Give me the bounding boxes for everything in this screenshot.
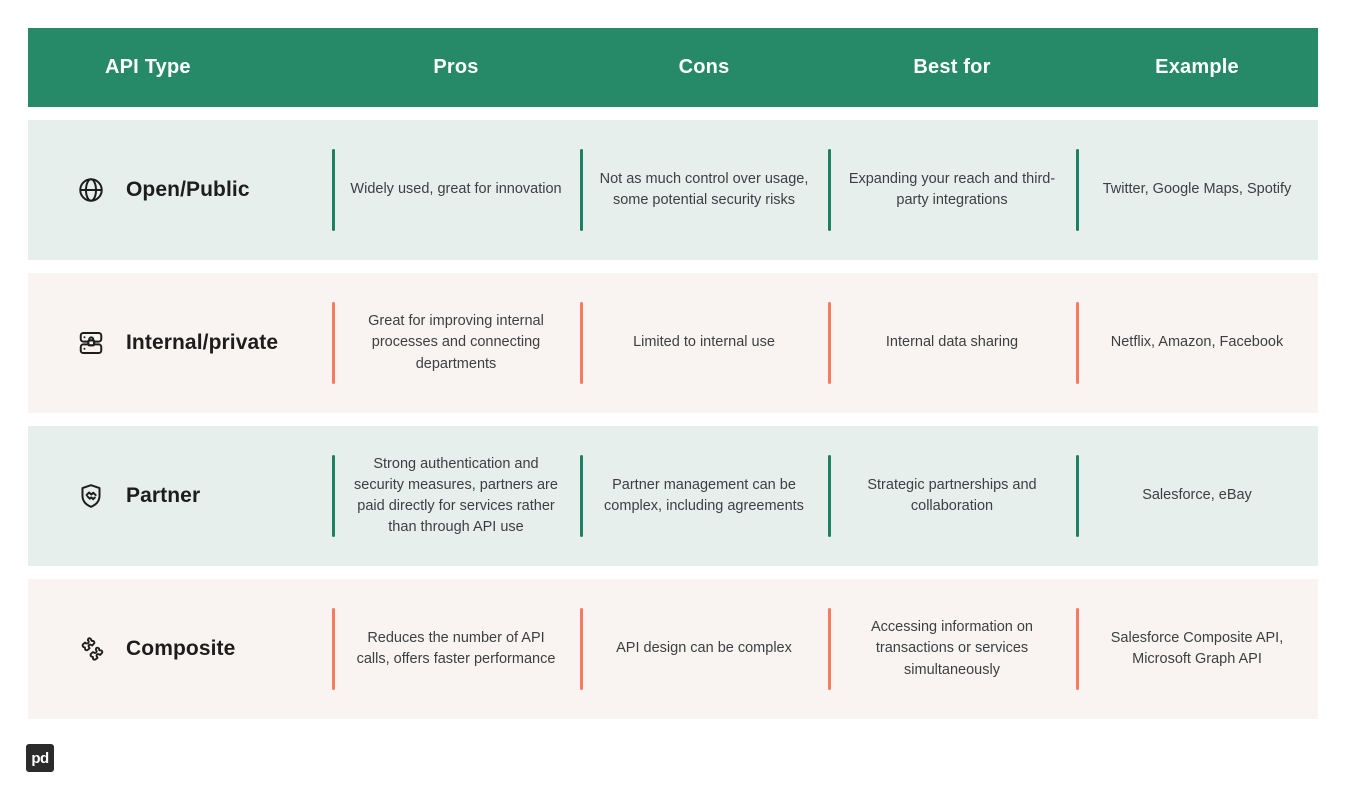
cell-example: Salesforce, eBay <box>1076 426 1318 566</box>
cell-pros: Strong authentication and security measu… <box>332 426 580 566</box>
column-header-best-for: Best for <box>913 56 991 78</box>
pros-text: Reduces the number of API calls, offers … <box>356 629 556 667</box>
cell-cons: API design can be complex <box>580 579 828 719</box>
example-text: Netflix, Amazon, Facebook <box>1110 334 1284 351</box>
best-for-text: Expanding your reach and third-party int… <box>848 170 1056 208</box>
cons-text: Limited to internal use <box>633 334 775 351</box>
api-type-label: Partner <box>126 484 201 507</box>
cell-best-for: Expanding your reach and third-party int… <box>828 120 1076 260</box>
pros-text: Strong authentication and security measu… <box>354 455 558 536</box>
cell-pros: Widely used, great for innovation <box>332 120 580 260</box>
pros-text: Great for improving internal processes a… <box>368 313 544 372</box>
cell-example: Twitter, Google Maps, Spotify <box>1076 120 1318 260</box>
column-header-pros: Pros <box>433 56 479 78</box>
pros-text: Widely used, great for innovation <box>350 181 562 198</box>
cons-text: Partner management can be complex, inclu… <box>604 476 804 514</box>
table-header-row: API Type Pros Cons Best for Example <box>28 28 1318 107</box>
cell-api-type: Internal/private <box>28 273 332 413</box>
api-type-label: Internal/private <box>126 331 279 354</box>
cell-example: Netflix, Amazon, Facebook <box>1076 273 1318 413</box>
cell-best-for: Internal data sharing <box>828 273 1076 413</box>
cell-example: Salesforce Composite API, Microsoft Grap… <box>1076 579 1318 719</box>
example-text: Twitter, Google Maps, Spotify <box>1102 181 1292 198</box>
api-comparison-table: API Type Pros Cons Best for Example Open… <box>28 28 1318 719</box>
cell-pros: Reduces the number of API calls, offers … <box>332 579 580 719</box>
best-for-text: Internal data sharing <box>885 334 1019 351</box>
cons-text: Not as much control over usage, some pot… <box>599 170 809 208</box>
example-text: Salesforce Composite API, Microsoft Grap… <box>1110 629 1284 667</box>
column-header-example: Example <box>1155 56 1239 78</box>
pd-logo-text: pd <box>31 749 49 767</box>
table-row: Open/Public Widely used, great for innov… <box>28 120 1318 260</box>
table-row: Internal/private Great for improving int… <box>28 273 1318 413</box>
column-header-cons: Cons <box>678 56 730 78</box>
best-for-text: Strategic partnerships and collaboration <box>867 476 1037 514</box>
table-row: Partner Strong authentication and securi… <box>28 426 1318 566</box>
cell-api-type: Open/Public <box>28 120 332 260</box>
example-text: Salesforce, eBay <box>1142 487 1252 504</box>
table-row: Composite Reduces the number of API call… <box>28 579 1318 719</box>
best-for-text: Accessing information on transactions or… <box>871 619 1033 678</box>
cell-api-type: Partner <box>28 426 332 566</box>
server-lock-icon <box>76 328 106 358</box>
puzzle-pieces-icon <box>76 634 106 664</box>
cell-best-for: Accessing information on transactions or… <box>828 579 1076 719</box>
pd-logo[interactable]: pd <box>26 744 54 772</box>
cons-text: API design can be complex <box>616 640 792 657</box>
cell-pros: Great for improving internal processes a… <box>332 273 580 413</box>
handshake-shield-icon <box>76 481 106 511</box>
column-header-api-type: API Type <box>105 56 191 78</box>
api-type-label: Open/Public <box>126 178 250 201</box>
api-type-label: Composite <box>126 637 236 660</box>
cell-cons: Limited to internal use <box>580 273 828 413</box>
globe-icon <box>76 175 106 205</box>
cell-cons: Partner management can be complex, inclu… <box>580 426 828 566</box>
cell-api-type: Composite <box>28 579 332 719</box>
cell-cons: Not as much control over usage, some pot… <box>580 120 828 260</box>
cell-best-for: Strategic partnerships and collaboration <box>828 426 1076 566</box>
